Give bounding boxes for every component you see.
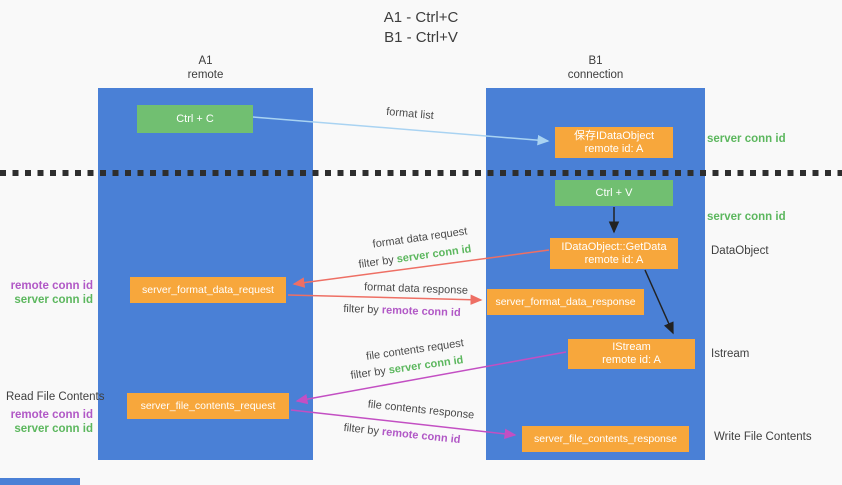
left-conn-id-group-1: remote conn id server conn id xyxy=(0,279,93,307)
format-list-label: format list xyxy=(385,105,435,123)
istream-label: Istream xyxy=(711,348,750,360)
diagram-title-line1: A1 - Ctrl+C xyxy=(383,9,459,26)
diagram-title-line2: B1 - Ctrl+V xyxy=(384,29,458,46)
filter-by-text: filter by xyxy=(343,302,380,317)
server-conn-id-label-mid: server conn id xyxy=(707,211,786,223)
write-file-contents-label: Write File Contents xyxy=(714,431,812,443)
getdata-line1: IDataObject::GetData xyxy=(561,240,667,253)
node-server-file-contents-response: server_file_contents_response xyxy=(522,426,689,452)
server-format-data-response-label: server_format_data_response xyxy=(495,295,636,308)
istream-line2: remote id: A xyxy=(602,354,661,366)
server-conn-id-key: server conn id xyxy=(395,243,473,266)
node-server-format-data-request: server_format_data_request xyxy=(130,277,286,303)
separator-dotted-line xyxy=(0,170,842,176)
dataobject-label: DataObject xyxy=(711,245,769,257)
read-file-contents-label: Read File Contents xyxy=(6,391,105,403)
getdata-line2: remote id: A xyxy=(584,253,644,266)
lane-b1-header: B1 connection xyxy=(486,54,705,82)
remote-conn-id-label-1: remote conn id xyxy=(10,280,93,292)
node-server-format-data-response: server_format_data_response xyxy=(487,289,644,315)
ctrl-v-label: Ctrl + V xyxy=(595,186,633,199)
save-idataobject-line1: 保存IDataObject xyxy=(573,129,655,142)
node-ctrl-c: Ctrl + C xyxy=(137,105,253,133)
server-conn-id-label-top: server conn id xyxy=(707,133,786,145)
server-conn-id-label-1: server conn id xyxy=(14,294,93,306)
ctrl-c-label: Ctrl + C xyxy=(176,112,214,125)
bottom-left-blue-strip xyxy=(0,478,80,485)
node-ctrl-v: Ctrl + V xyxy=(555,180,673,206)
lane-a1-header: A1 remote xyxy=(98,54,313,82)
file-contents-response-label: file contents response xyxy=(367,398,475,422)
save-idataobject-line2: remote id: A xyxy=(584,142,644,155)
lane-b1-label: connection xyxy=(567,69,624,81)
istream-line1: IStream xyxy=(612,341,651,353)
node-idataobject-getdata: IDataObject::GetData remote id: A xyxy=(550,238,678,269)
server-file-contents-response-label: server_file_contents_response xyxy=(533,432,677,445)
remote-conn-id-label-2: remote conn id xyxy=(10,409,93,421)
remote-conn-id-key: remote conn id xyxy=(381,304,461,320)
left-conn-id-group-2: remote conn id server conn id xyxy=(0,408,93,436)
lane-a1-id: A1 xyxy=(198,55,213,67)
remote-conn-id-key: remote conn id xyxy=(381,425,461,447)
filter-by-text: filter by xyxy=(349,365,387,382)
node-save-idataobject: 保存IDataObject remote id: A xyxy=(555,127,673,158)
node-server-file-contents-request: server_file_contents_request xyxy=(127,393,289,419)
format-data-response-label: format data response xyxy=(363,281,469,297)
diagram-title: A1 - Ctrl+C B1 - Ctrl+V xyxy=(0,8,842,48)
format-data-response-filter: filter by remote conn id xyxy=(322,302,482,320)
file-contents-response-filter: filter by remote conn id xyxy=(322,420,482,449)
filter-by-text: filter by xyxy=(357,254,395,271)
server-format-data-request-label: server_format_data_request xyxy=(142,283,274,296)
server-file-contents-request-label: server_file_contents_request xyxy=(140,399,276,412)
lane-a1-label: remote xyxy=(187,69,224,81)
lane-b1-id: B1 xyxy=(588,55,603,67)
server-conn-id-label-2: server conn id xyxy=(14,423,93,435)
node-istream: IStream remote id: A xyxy=(568,339,695,369)
filter-by-text: filter by xyxy=(343,421,380,438)
